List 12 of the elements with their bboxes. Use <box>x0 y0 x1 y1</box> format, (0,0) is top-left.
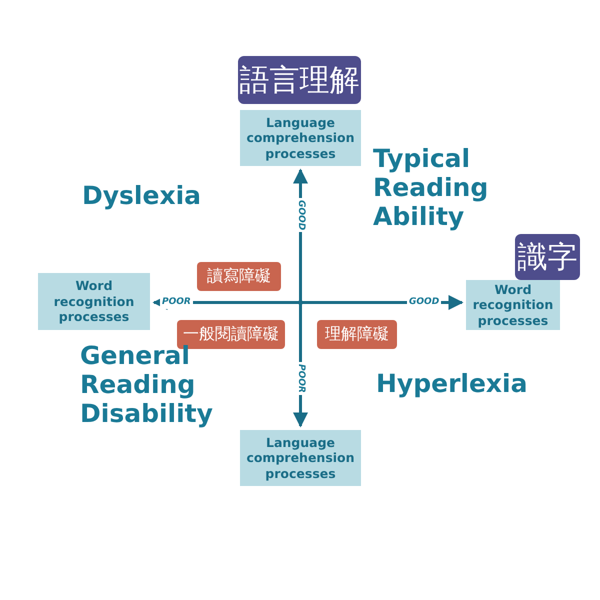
disorder-tag: 讀寫障礙 <box>197 262 281 291</box>
process-box: Word recognition processes <box>466 280 560 330</box>
quadrant-title: Typical Reading Ability <box>373 145 490 232</box>
disorder-tag: 理解障礙 <box>317 320 397 349</box>
process-box: Word recognition processes <box>38 273 150 330</box>
process-box: Language comprehension processes <box>240 430 361 486</box>
process-box: Language comprehension processes <box>240 110 361 166</box>
quadrant-title: Dyslexia <box>82 182 202 211</box>
category-tag: 語言理解 <box>238 56 361 104</box>
quadrant-title: Hyperlexia <box>376 370 528 399</box>
axis-label: POOR <box>160 295 193 309</box>
category-tag: 識字 <box>515 234 580 280</box>
